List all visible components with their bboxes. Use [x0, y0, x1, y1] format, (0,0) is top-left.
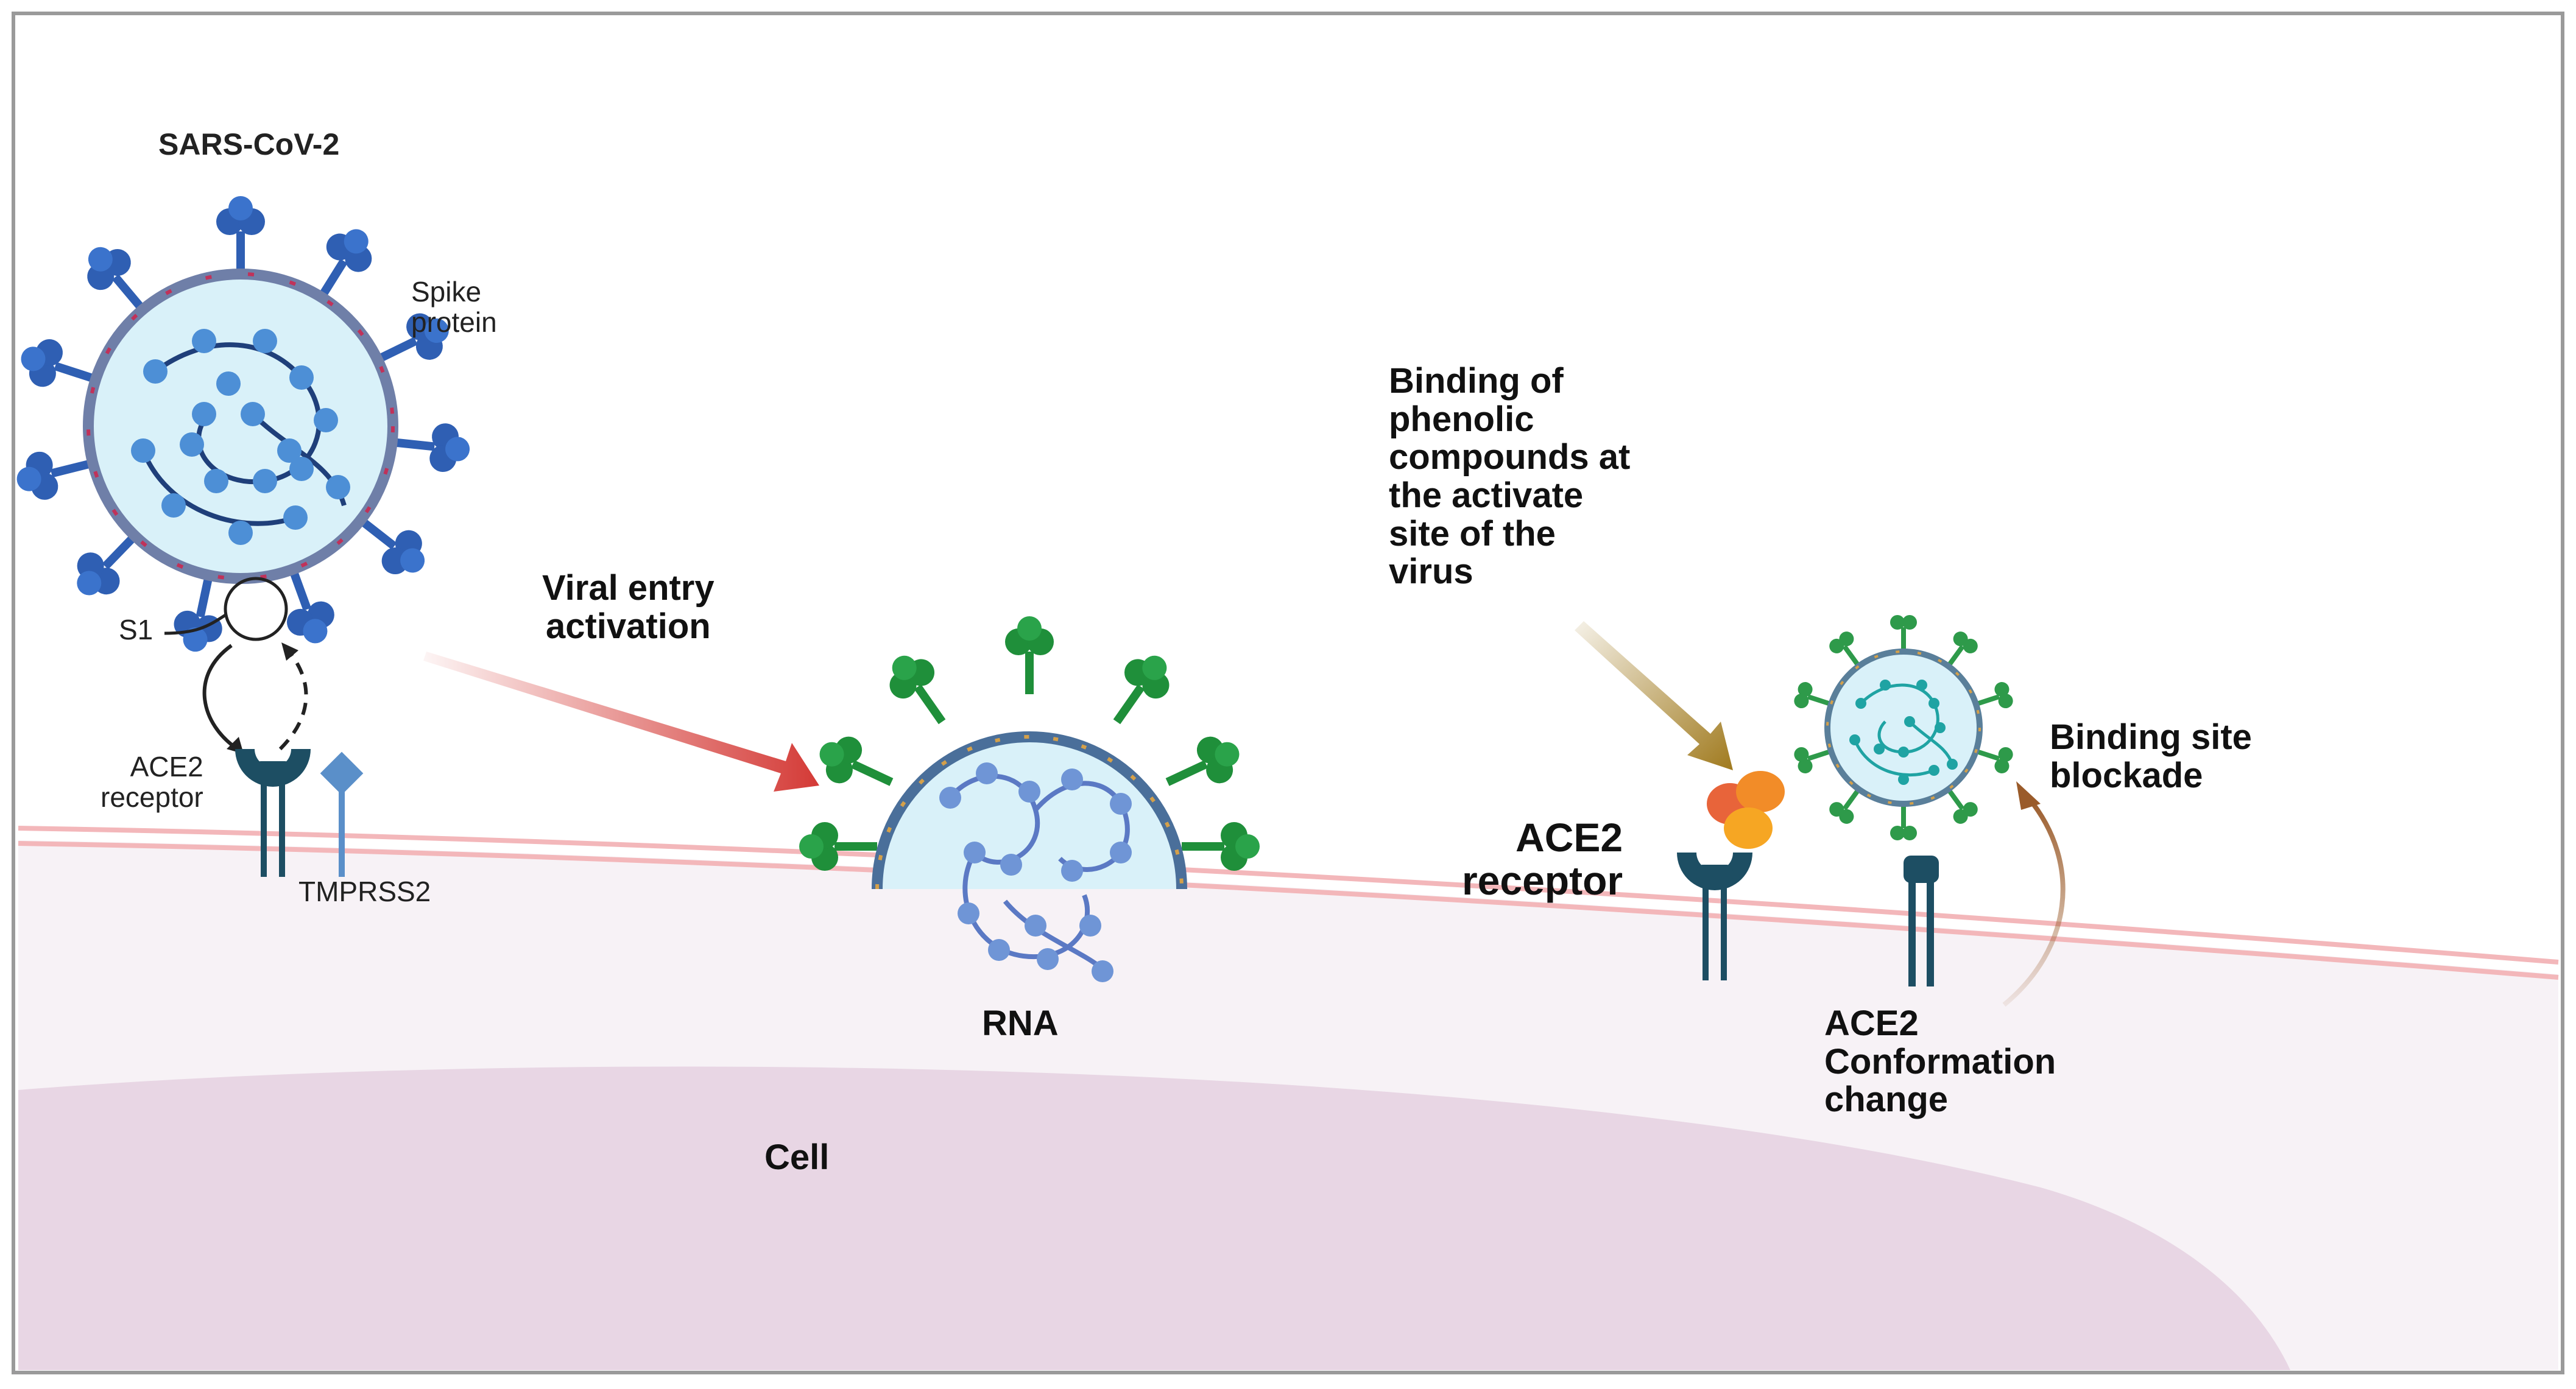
s1-label: S1 [119, 614, 154, 645]
ace2-conformation-changed [1904, 856, 1939, 986]
entering-virion [799, 616, 1260, 890]
blocked-virion [1792, 615, 2015, 840]
viral-entry-arrow [423, 652, 819, 792]
phenolic-binding-arrow [1575, 621, 1733, 770]
binding-blockade-arrow [2002, 796, 2066, 1007]
cell-label: Cell [764, 1138, 830, 1177]
s1-highlight-circle [224, 577, 288, 641]
rna-label: RNA [982, 1004, 1059, 1043]
tmprss2-label: TMPRSS2 [298, 876, 431, 907]
ace2-receptor-right-label: ACE2 receptor [1462, 815, 1623, 904]
figure-frame [12, 12, 2564, 1374]
cell-nucleus [18, 1066, 2290, 1370]
ace2-receptor-left-label: ACE2 receptor [101, 751, 203, 813]
binding-blockade-label: Binding site blockade [2050, 717, 2252, 795]
phenolic-compound [1707, 771, 1785, 849]
s1-to-ace2-arrow [202, 644, 239, 751]
ace2-to-s1-dashed-arrow [278, 647, 308, 751]
viral-entry-label: Viral entry activation [542, 568, 715, 646]
viral-rna-beads [939, 762, 1132, 982]
sars-cov-2-virion [11, 196, 473, 657]
tmprss2-protein [320, 751, 364, 877]
spike-protein-label: Spike protein [411, 276, 497, 338]
phenolic-binding-label: Binding of phenolic compounds at the act… [1389, 361, 1631, 592]
cell-membrane [18, 826, 2559, 965]
conformation-change-label: ACE2 Conformation change [1824, 1004, 2056, 1120]
virus-title: SARS-CoV-2 [158, 127, 340, 161]
